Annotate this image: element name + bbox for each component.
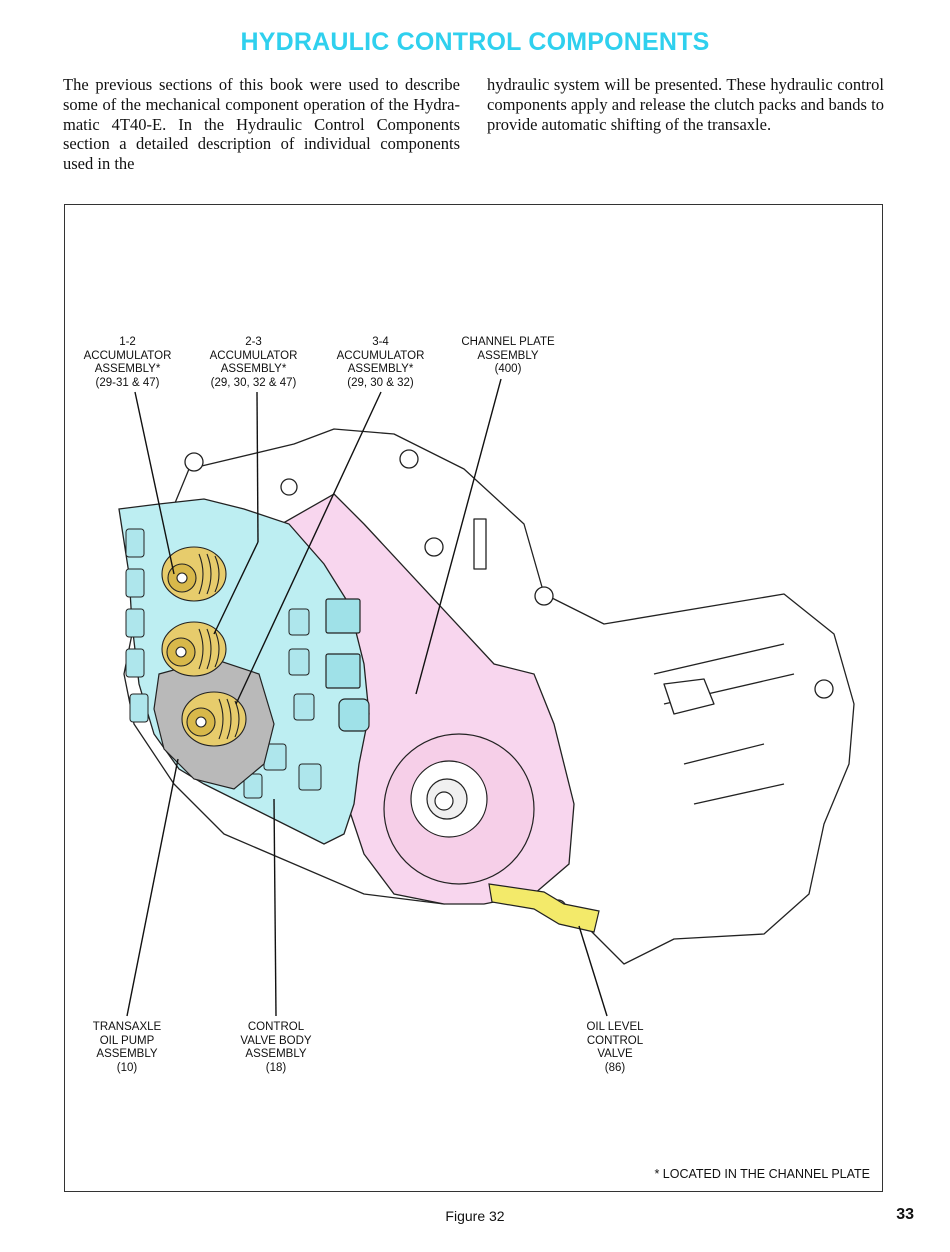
transaxle-illustration bbox=[118, 378, 855, 1017]
page-number: 33 bbox=[896, 1206, 914, 1223]
figure-frame bbox=[64, 204, 883, 1192]
label-3-4-accumulator: 3-4 ACCUMULATOR ASSEMBLY* (29, 30 & 32) bbox=[336, 336, 425, 389]
oil-level-control-valve bbox=[488, 883, 600, 933]
label-1-2-accumulator: 1-2 ACCUMULATOR ASSEMBLY* (29-31 & 47) bbox=[83, 336, 172, 389]
intro-text-right: hydraulic system will be presented. Thes… bbox=[487, 75, 884, 134]
label-oil-level-control-valve: OIL LEVEL CONTROL VALVE (86) bbox=[586, 1021, 644, 1074]
figure-caption: Figure 32 bbox=[445, 1208, 505, 1224]
footnote: * LOCATED IN THE CHANNEL PLATE bbox=[654, 1167, 870, 1181]
label-oil-pump: TRANSAXLE OIL PUMP ASSEMBLY (10) bbox=[92, 1021, 162, 1074]
label-control-valve-body: CONTROL VALVE BODY ASSEMBLY (18) bbox=[240, 1021, 312, 1074]
page-title: HYDRAULIC CONTROL COMPONENTS bbox=[240, 28, 710, 56]
intro-text-left: The previous sections of this book were … bbox=[63, 75, 460, 174]
accumulator-2-3 bbox=[161, 621, 227, 677]
accumulator-1-2 bbox=[161, 546, 227, 602]
accumulator-3-4 bbox=[181, 691, 247, 747]
label-channel-plate: CHANNEL PLATE ASSEMBLY (400) bbox=[461, 336, 555, 375]
label-2-3-accumulator: 2-3 ACCUMULATOR ASSEMBLY* (29, 30, 32 & … bbox=[209, 336, 298, 389]
